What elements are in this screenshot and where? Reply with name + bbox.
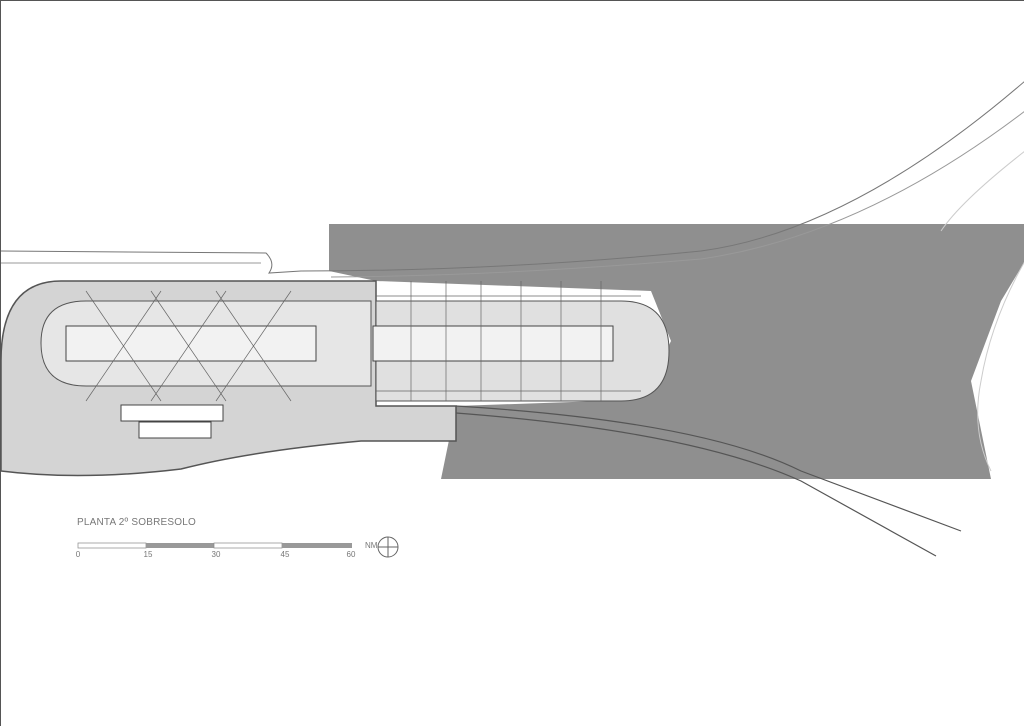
platform-track-right <box>372 325 614 362</box>
platform-track-left <box>65 325 317 362</box>
contour-lines <box>940 151 1024 472</box>
access-road <box>455 405 962 557</box>
scale-bar <box>77 542 352 549</box>
structure-grid <box>85 281 641 402</box>
scale-tick: 45 <box>280 550 290 559</box>
drawing-title: PLANTA 2º SOBRESOLO <box>77 517 196 528</box>
bus-bay-2 <box>138 421 212 439</box>
road-upper <box>1 81 1024 274</box>
scale-tick: 30 <box>211 550 221 559</box>
road-upper-2 <box>1 111 1024 278</box>
scale-tick: 15 <box>143 550 153 559</box>
terrain-shaded-area <box>329 224 1024 479</box>
north-arrow-icon <box>377 536 399 558</box>
scale-tick: 0 <box>75 550 81 559</box>
north-label: NM <box>365 541 378 550</box>
scale-tick: 60 <box>346 550 356 559</box>
bus-bay <box>120 404 224 422</box>
